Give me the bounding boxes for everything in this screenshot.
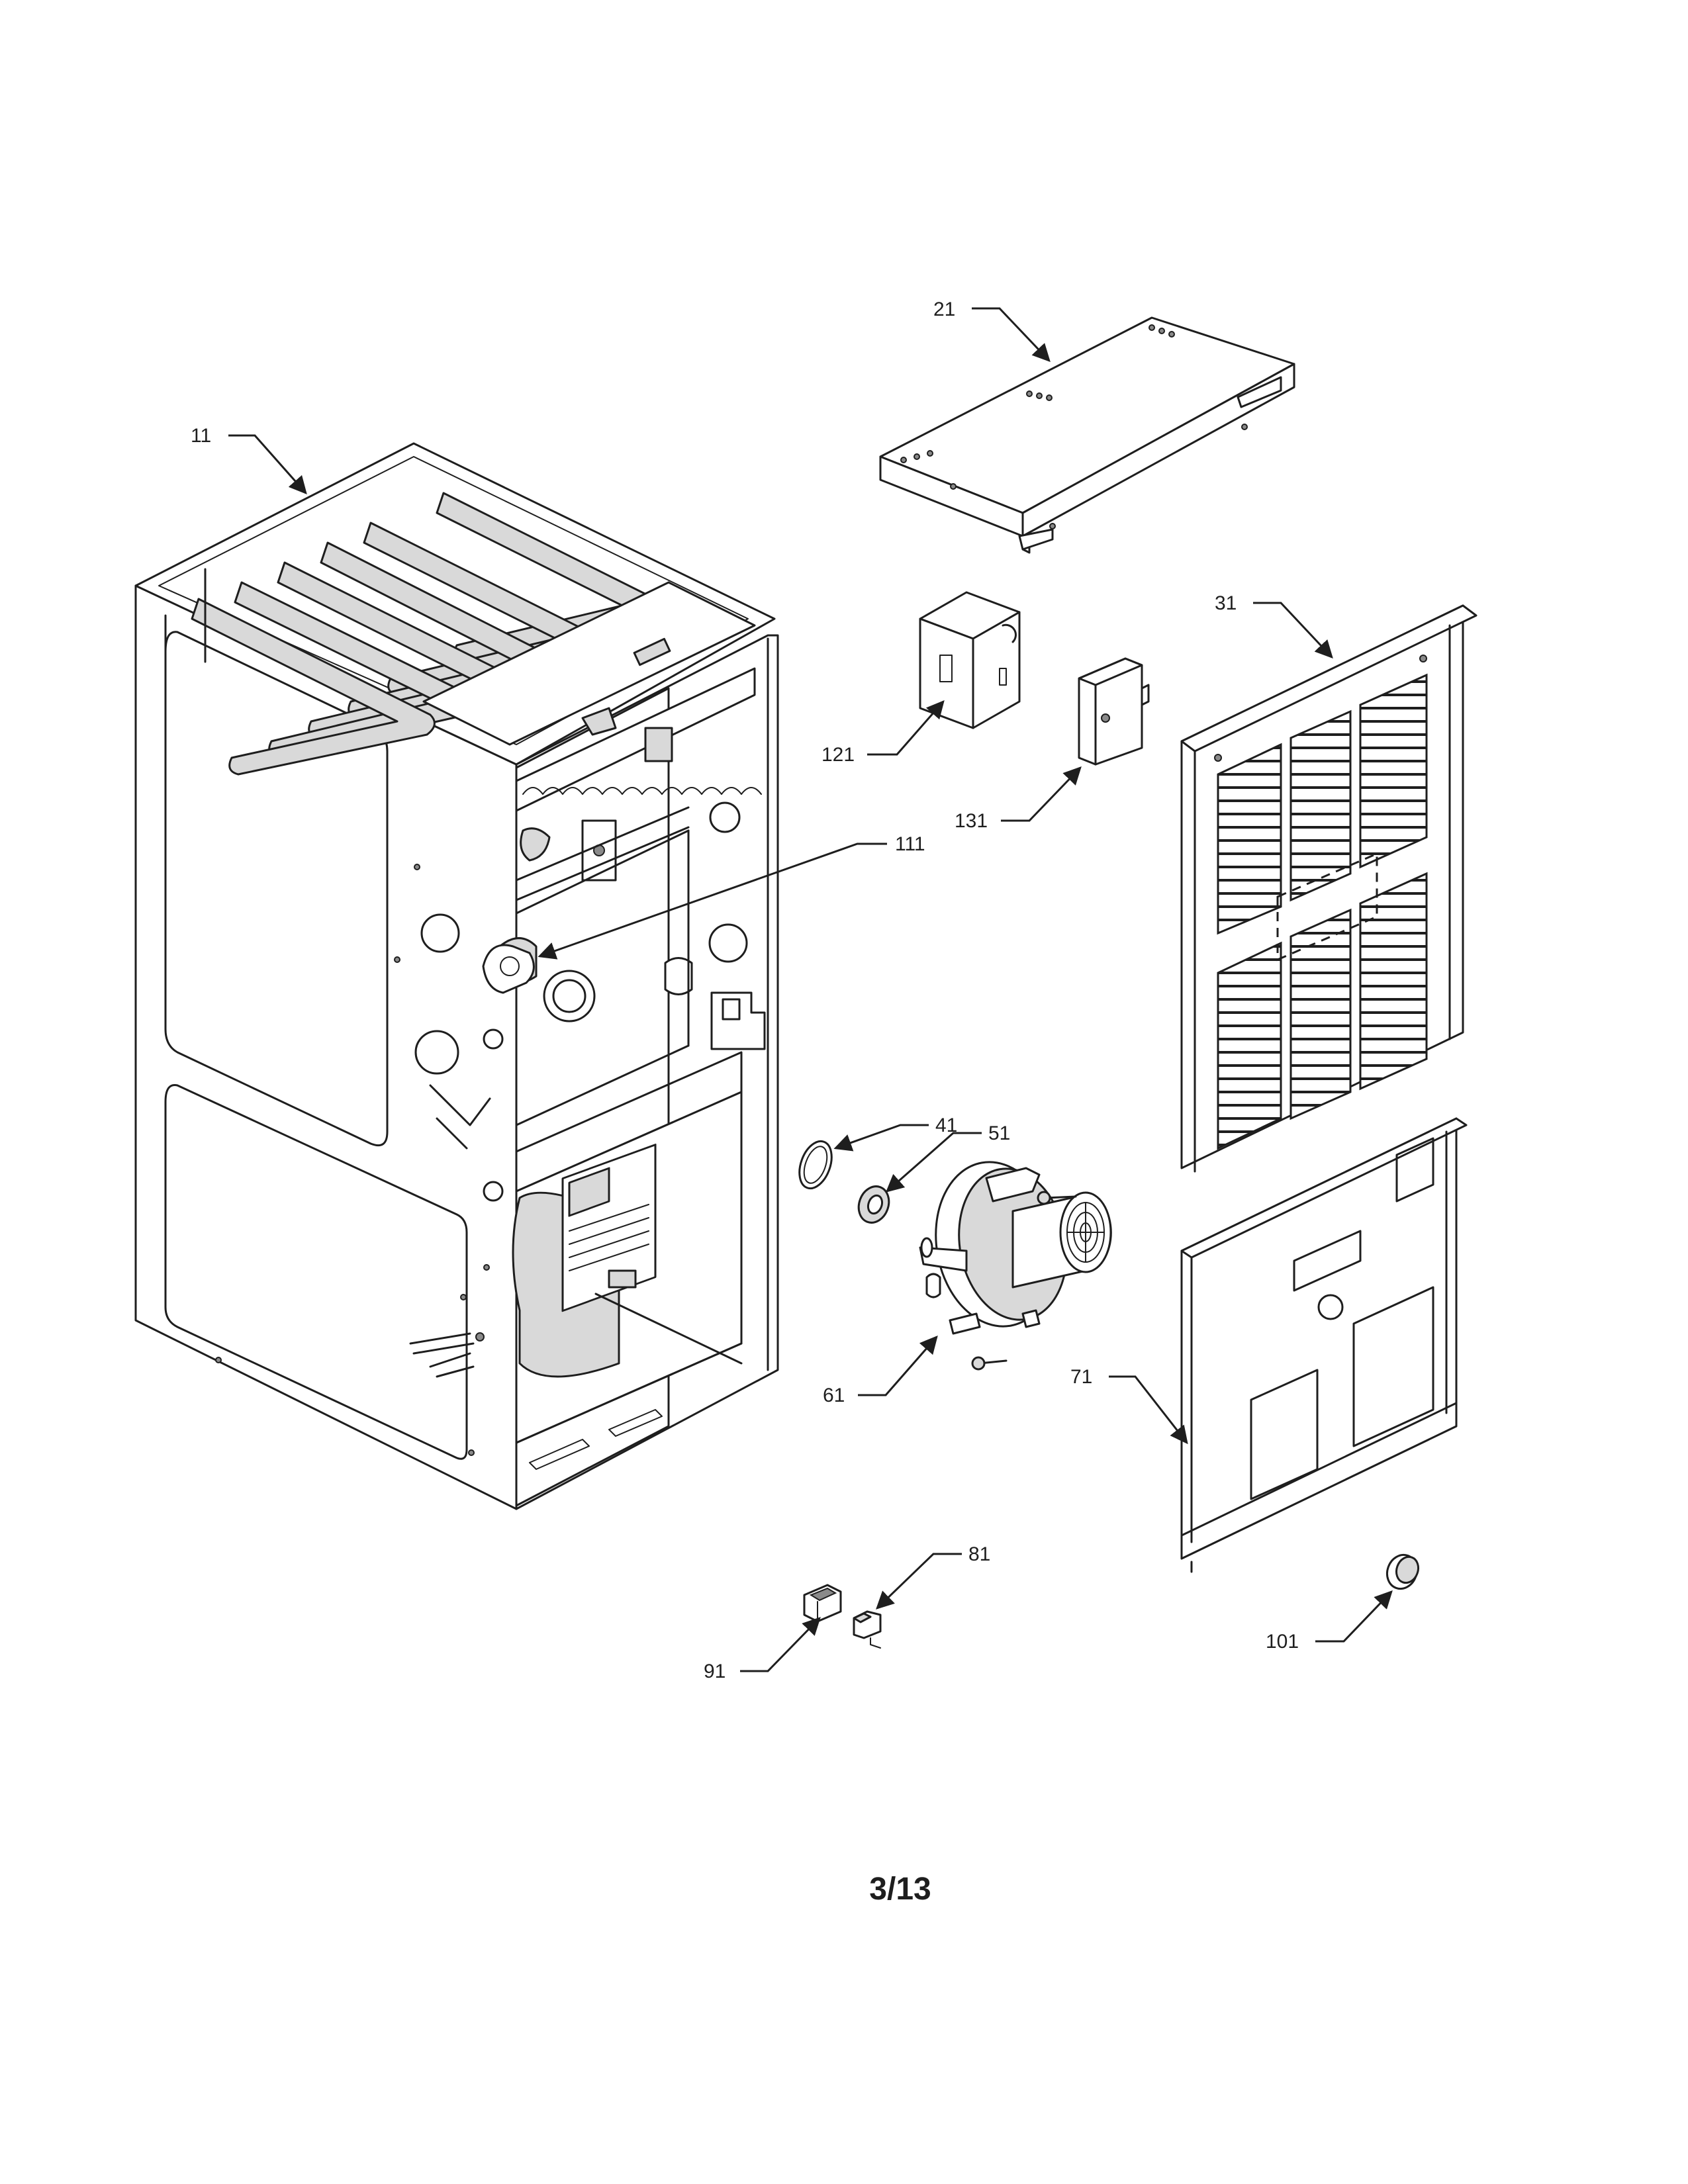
burner-assembly <box>422 581 762 901</box>
upper-louvers <box>1217 673 1428 935</box>
callout-label-51: 51 <box>988 1122 1010 1144</box>
callout-label-21: 21 <box>933 298 955 320</box>
callout-label-71: 71 <box>1070 1366 1092 1388</box>
callout-21: 21 <box>933 298 1051 362</box>
callout-61: 61 <box>823 1335 938 1406</box>
callout-label-61: 61 <box>823 1385 845 1406</box>
callout-label-11: 11 <box>191 425 211 447</box>
lower-access-door <box>1180 1117 1468 1573</box>
switch <box>803 1584 842 1623</box>
upper-access-door <box>1180 604 1477 1173</box>
page-number: 3/13 <box>869 1872 931 1907</box>
callout-111: 111 <box>538 833 925 960</box>
callout-label-101: 101 <box>1266 1631 1299 1653</box>
callout-label-121: 121 <box>821 744 855 766</box>
callout-71: 71 <box>1070 1366 1188 1445</box>
top-panel <box>879 316 1295 554</box>
callout-91: 91 <box>704 1617 821 1682</box>
gasket-ring <box>798 1140 833 1190</box>
junction-box-cover <box>1078 657 1150 766</box>
callout-label-91: 91 <box>704 1661 726 1682</box>
callout-131: 131 <box>955 766 1082 832</box>
callout-label-81: 81 <box>968 1543 990 1565</box>
blower-compartment <box>512 1051 743 1470</box>
furnace-cabinet <box>134 442 779 1510</box>
pressure-switch <box>482 944 535 994</box>
callout-31: 31 <box>1215 592 1333 659</box>
washer <box>857 1185 890 1224</box>
callout-41: 41 <box>833 1115 957 1152</box>
callout-11: 11 <box>191 425 307 495</box>
inducer-blower <box>919 1161 1112 1371</box>
callout-101: 101 <box>1266 1590 1393 1653</box>
junction-box <box>919 591 1021 729</box>
callout-51: 51 <box>885 1122 1010 1193</box>
callout-121: 121 <box>821 700 945 766</box>
callout-label-111: 111 <box>895 833 925 855</box>
clip <box>853 1610 882 1649</box>
lower-louvers <box>1217 872 1428 1150</box>
plug <box>1385 1553 1420 1590</box>
callout-81: 81 <box>876 1543 990 1610</box>
callout-label-31: 31 <box>1215 592 1237 614</box>
callout-label-131: 131 <box>955 810 988 832</box>
